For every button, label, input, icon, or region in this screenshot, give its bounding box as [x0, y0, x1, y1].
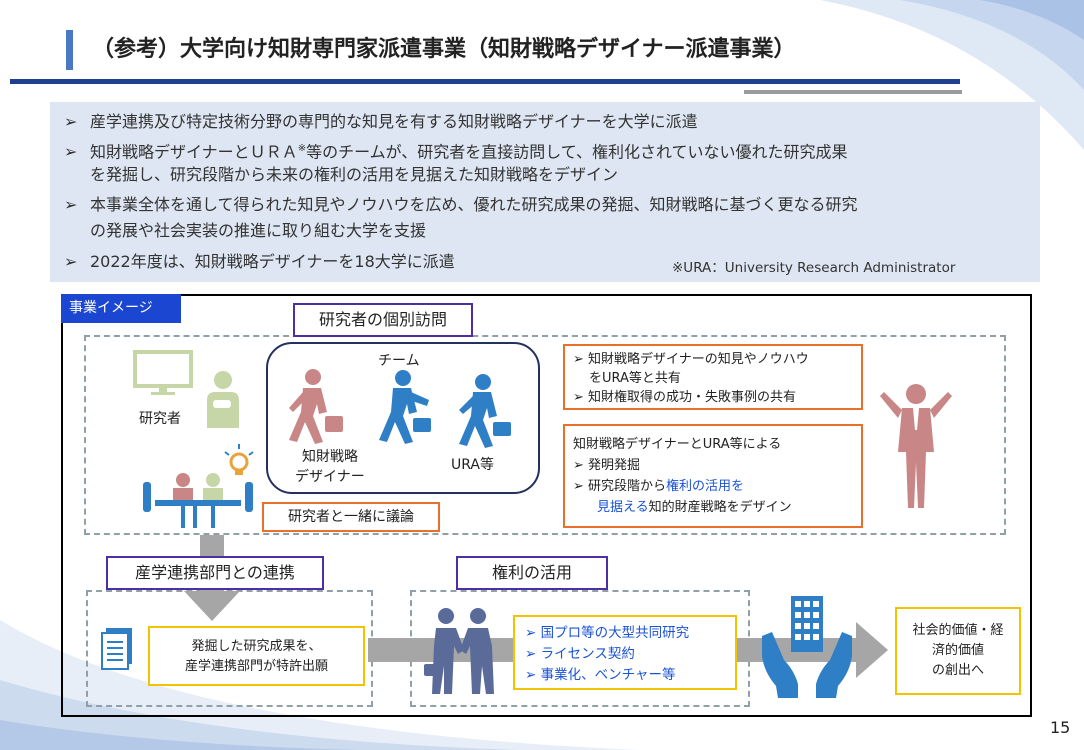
- designer-walking-icon: [289, 369, 343, 444]
- share-item-1-cont: をURA等と共有: [589, 371, 681, 386]
- bullet-arrow-icon: ➢: [64, 142, 78, 162]
- discuss-box: 研究者と一緒に議論: [262, 502, 440, 532]
- summary-bullet-3: ➢本事業全体を通して得られた知見やノウハウを広め、優れた研究成果の発掘、知財戦略…: [64, 193, 858, 217]
- summary-bullet-2: ➢知財戦略デザイナーとＵＲＡ※等のチームが、研究者を直接訪問して、権利化されてい…: [64, 137, 848, 164]
- ura-walking-icon-1: [379, 370, 431, 444]
- page-number: 15: [1050, 718, 1071, 737]
- utilization-item-3: ➢ 事業化、ベンチャー等: [525, 667, 676, 683]
- value-line-3: の創出へ: [931, 663, 984, 678]
- summary-box: ➢産学連携及び特定技術分野の専門的な知見を有する知財戦略デザイナーを大学に派遣 …: [50, 102, 1040, 282]
- team-label: チーム: [378, 353, 420, 369]
- design-item-1: ➢ 発明発掘: [573, 458, 641, 473]
- filing-line-1: 発掘した研究成果を、: [191, 639, 322, 654]
- researcher-label: 研究者: [139, 411, 181, 427]
- filing-box: 発掘した研究成果を、 産学連携部門が特許出願: [148, 626, 365, 686]
- business-image-tag: 事業イメージ: [61, 294, 181, 323]
- handshake-people-icon: [424, 608, 494, 694]
- title-accent-bar: [66, 30, 73, 70]
- ura-footnote: ※URA：University Research Administrator: [672, 260, 956, 276]
- value-box: 社会的価値・経 済的価値 の創出へ: [895, 607, 1021, 695]
- design-item-2: ➢ 研究段階から権利の活用を: [573, 479, 745, 494]
- bullet-arrow-icon: ➢: [64, 195, 78, 214]
- designer-label-1: 知財戦略: [302, 449, 358, 465]
- design-item-2-cont: 見据える知的財産戦略をデザイン: [597, 500, 792, 515]
- design-box: 知財戦略デザイナーとURA等による ➢ 発明発掘 ➢ 研究段階から権利の活用を …: [563, 424, 863, 528]
- bullet-arrow-icon: ➢: [64, 112, 78, 131]
- meeting-table-icon: [143, 473, 253, 528]
- ura-walking-icon-2: [459, 374, 511, 448]
- collab-title: 産学連携部門との連携: [106, 556, 324, 590]
- building-hands-icon: [762, 596, 852, 698]
- page-title: （参考）大学向け知財専門家派遣事業（知財戦略デザイナー派遣事業）: [92, 37, 796, 62]
- share-item-2: ➢ 知財権取得の成功・失敗事例の共有: [573, 390, 797, 405]
- utilization-item-2: ➢ ライセンス契約: [525, 646, 635, 662]
- ura-label: URA等: [451, 457, 494, 473]
- value-line-2: 済的価値: [931, 643, 984, 658]
- designer-label-2: デザイナー: [295, 469, 365, 485]
- summary-bullet-4: ➢2022年度は、知財戦略デザイナーを18大学に派遣: [64, 250, 455, 274]
- filing-line-2: 産学連携部門が特許出願: [184, 659, 328, 674]
- title-underline-gray: [744, 90, 962, 94]
- document-stack-icon: [101, 628, 132, 670]
- design-heading: 知財戦略デザイナーとURA等による: [573, 437, 782, 452]
- summary-bullet-1: ➢産学連携及び特定技術分野の専門的な知見を有する知財戦略デザイナーを大学に派遣: [64, 110, 698, 134]
- summary-bullet-3-cont: の発展や社会実装の推進に取り組む大学を支援: [90, 221, 427, 240]
- value-line-1: 社会的価値・経: [912, 623, 1004, 638]
- monitor-icon: [133, 350, 193, 395]
- researcher-icon: [207, 371, 239, 428]
- presenter-icon: [880, 384, 952, 508]
- title-underline: [10, 79, 960, 84]
- utilization-box: ➢ 国プロ等の大型共同研究 ➢ ライセンス契約 ➢ 事業化、ベンチャー等: [513, 615, 737, 690]
- share-box: ➢ 知財戦略デザイナーの知見やノウハウ をURA等と共有 ➢ 知財権取得の成功・…: [563, 344, 863, 410]
- rights-title: 権利の活用: [456, 556, 608, 590]
- lightbulb-icon: [224, 444, 254, 475]
- business-image-frame: [61, 294, 1032, 717]
- summary-bullet-2-cont: を発掘し、研究段階から未来の権利の活用を見据えた知財戦略をデザイン: [90, 165, 619, 184]
- bullet-arrow-icon: ➢: [64, 252, 78, 271]
- visit-region: [84, 335, 1006, 535]
- visit-title: 研究者の個別訪問: [293, 303, 473, 337]
- share-item-1: ➢ 知財戦略デザイナーの知見やノウハウ: [573, 352, 809, 367]
- utilization-item-1: ➢ 国プロ等の大型共同研究: [525, 625, 690, 641]
